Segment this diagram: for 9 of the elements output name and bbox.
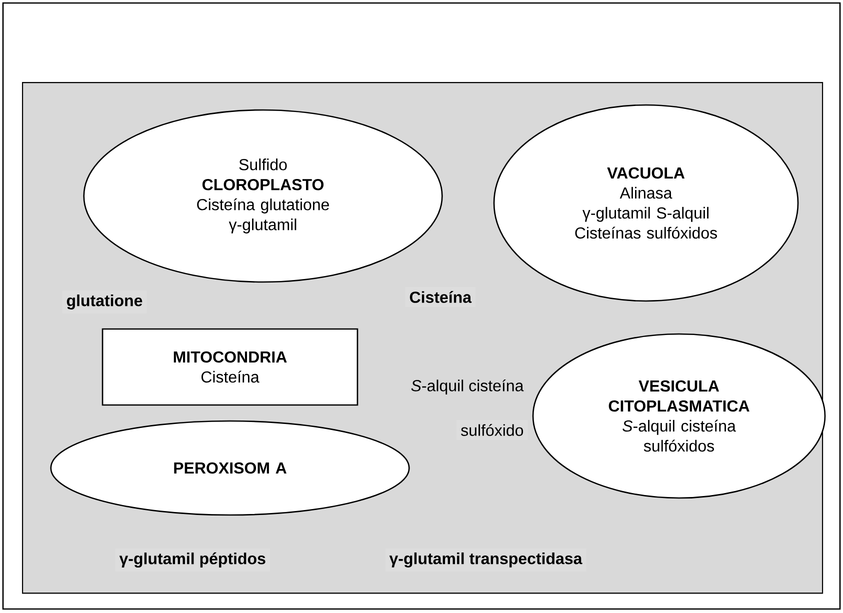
text-label: glutatione bbox=[62, 290, 147, 314]
text-label: sulfóxido bbox=[456, 420, 528, 440]
organelle-box: MITOCONDRIA Cisteína bbox=[102, 328, 358, 406]
text-label: Cisteína bbox=[405, 287, 476, 307]
text-label: γ-glutamil péptidos bbox=[115, 548, 270, 572]
text-label: γ-glutamil transpectidasa bbox=[385, 548, 586, 572]
node-label: S-alquil cisteína sulfóxidos bbox=[622, 420, 736, 452]
text-label: S-alquil cisteína bbox=[411, 379, 524, 395]
node-label: VESICULA CITOPLASMATICA bbox=[608, 380, 750, 412]
